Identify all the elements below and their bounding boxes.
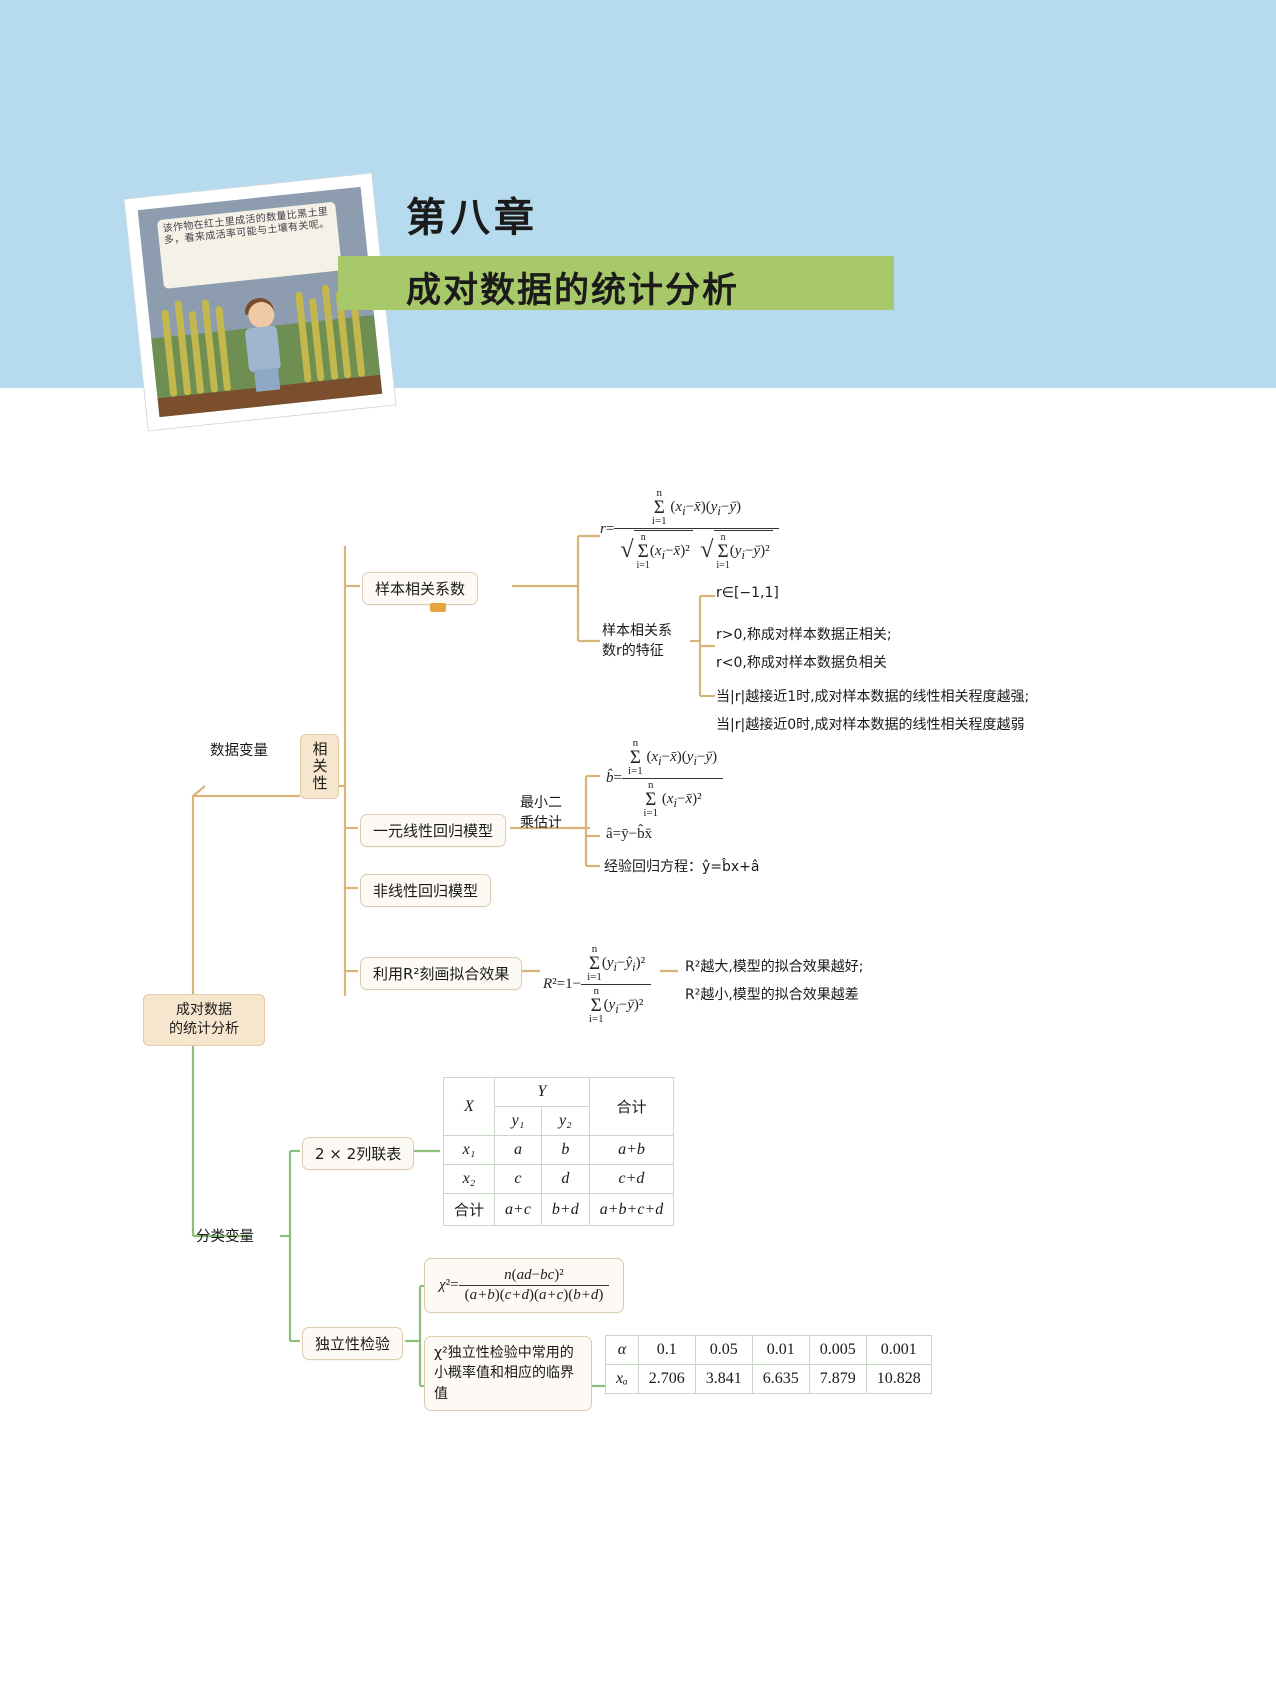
- cell-xalpha-4: 10.828: [865, 1364, 932, 1394]
- node-categorical-variable[interactable]: 分类变量: [196, 1229, 254, 1245]
- cell-grand-total: a+b+c+d: [588, 1193, 675, 1226]
- features-label-line1: 样本相关系: [602, 623, 672, 639]
- cell-y-header: Y: [494, 1077, 590, 1107]
- node-critical-value-note[interactable]: χ²独立性检验中常用的小概率值和相应的临界值: [424, 1336, 592, 1411]
- cell-alpha-0: 0.1: [637, 1335, 696, 1365]
- r-squared-note-small: R²越小,模型的拟合效果越差: [685, 987, 859, 1003]
- least-squares-line2: 乘估计: [520, 814, 562, 831]
- node-data-variable[interactable]: 数据变量: [210, 743, 268, 759]
- cell-row2-total: c+d: [588, 1164, 675, 1194]
- chapter-number: 第八章: [406, 195, 538, 241]
- least-squares-line1: 最小二: [520, 795, 562, 811]
- cell-alpha-1: 0.05: [694, 1335, 753, 1365]
- cell-xalpha-label: xₐ: [605, 1364, 639, 1394]
- cell-alpha-3: 0.005: [808, 1335, 867, 1365]
- banner-divider: [0, 388, 1276, 396]
- feature-strong: 当|r|越接近1时,成对样本数据的线性相关程度越强;: [716, 689, 1030, 705]
- node-linear-regression-model[interactable]: 一元线性回归模型: [360, 814, 507, 847]
- table-row: x₂ c d c+d: [442, 1164, 675, 1194]
- table-row-header1: X Y 合计: [442, 1077, 675, 1136]
- cell-b: b: [540, 1135, 590, 1165]
- node-contingency-table[interactable]: 2 × 2列联表: [302, 1137, 415, 1170]
- farmer-legs: [253, 367, 280, 392]
- node-correlation-vertical[interactable]: 相关性: [300, 734, 339, 799]
- cell-x1: x₁: [442, 1135, 496, 1165]
- node-independence-test[interactable]: 独立性检验: [302, 1327, 404, 1360]
- node-least-squares[interactable]: 最小二 乘估计: [520, 794, 562, 833]
- formula-a-hat: â=ȳ−b̂x̄: [606, 826, 653, 842]
- cell-c: c: [494, 1164, 542, 1194]
- cell-alpha-label: α: [605, 1335, 639, 1365]
- table-row-xalpha: xₐ 2.706 3.841 6.635 7.879 10.828: [605, 1364, 932, 1394]
- feature-negative: r<0,称成对样本数据负相关: [716, 655, 887, 671]
- cell-total-label: 合计: [442, 1193, 496, 1226]
- node-root[interactable]: 成对数据 的统计分析: [143, 994, 265, 1046]
- node-sample-correlation[interactable]: 样本相关系数: [362, 572, 479, 605]
- cell-total-header: 合计: [588, 1077, 675, 1136]
- cell-col1-total: a+c: [494, 1193, 542, 1226]
- node-nonlinear-regression-model[interactable]: 非线性回归模型: [360, 874, 492, 907]
- mindmap-connectors: [191, 534, 715, 1388]
- cell-xalpha-0: 2.706: [637, 1364, 696, 1394]
- feature-positive: r>0,称成对样本数据正相关;: [716, 627, 892, 643]
- page-title: 成对数据的统计分析: [406, 271, 740, 311]
- farmer-body: [244, 325, 282, 373]
- cell-corner: X: [442, 1077, 496, 1136]
- formula-empirical-equation: 经验回归方程：ŷ=b̂x+â: [604, 859, 760, 875]
- features-label-line2: 数r的特征: [602, 642, 664, 659]
- feature-weak: 当|r|越接近0时,成对样本数据的线性相关程度越弱: [716, 717, 1025, 733]
- critical-values-table: α 0.1 0.05 0.01 0.005 0.001 xₐ 2.706 3.8…: [605, 1335, 932, 1394]
- highlight-badge-icon: [430, 603, 446, 612]
- table-row-alpha: α 0.1 0.05 0.01 0.005 0.001: [605, 1335, 932, 1365]
- cell-y1: y₁: [494, 1106, 542, 1136]
- table-row-totals: 合计 a+c b+d a+b+c+d: [442, 1193, 675, 1226]
- r-squared-note-large: R²越大,模型的拟合效果越好;: [685, 959, 864, 975]
- node-correlation-features-label[interactable]: 样本相关系 数r的特征: [602, 622, 672, 661]
- cell-alpha-2: 0.01: [751, 1335, 810, 1365]
- cell-xalpha-3: 7.879: [808, 1364, 867, 1394]
- feature-range: r∈[−1,1]: [716, 585, 779, 601]
- node-r-squared-fit[interactable]: 利用R²刻画拟合效果: [360, 957, 523, 990]
- formula-chi-square: χ²= n(ad−bc)² (a+b)(c+d)(a+c)(b+d): [424, 1258, 625, 1313]
- cell-x2: x₂: [442, 1164, 496, 1194]
- contingency-table: X Y 合计 y₁ y₂ x₁ a b a+b x₂ c d c+d 合计 a+…: [442, 1077, 675, 1226]
- title-highlight-bar: [338, 256, 894, 310]
- cell-xalpha-2: 6.635: [751, 1364, 810, 1394]
- cell-col2-total: b+d: [540, 1193, 590, 1226]
- cell-y2: y₂: [540, 1106, 590, 1136]
- node-root-line1: 成对数据: [176, 1002, 232, 1018]
- cell-d: d: [540, 1164, 590, 1194]
- cell-alpha-4: 0.001: [865, 1335, 932, 1365]
- table-row-header2: y₁ y₂: [444, 1106, 674, 1136]
- cell-row1-total: a+b: [588, 1135, 675, 1165]
- cell-xalpha-1: 3.841: [694, 1364, 753, 1394]
- table-row: x₁ a b a+b: [442, 1135, 675, 1165]
- cell-a: a: [494, 1135, 542, 1165]
- node-root-line2: 的统计分析: [169, 1020, 239, 1037]
